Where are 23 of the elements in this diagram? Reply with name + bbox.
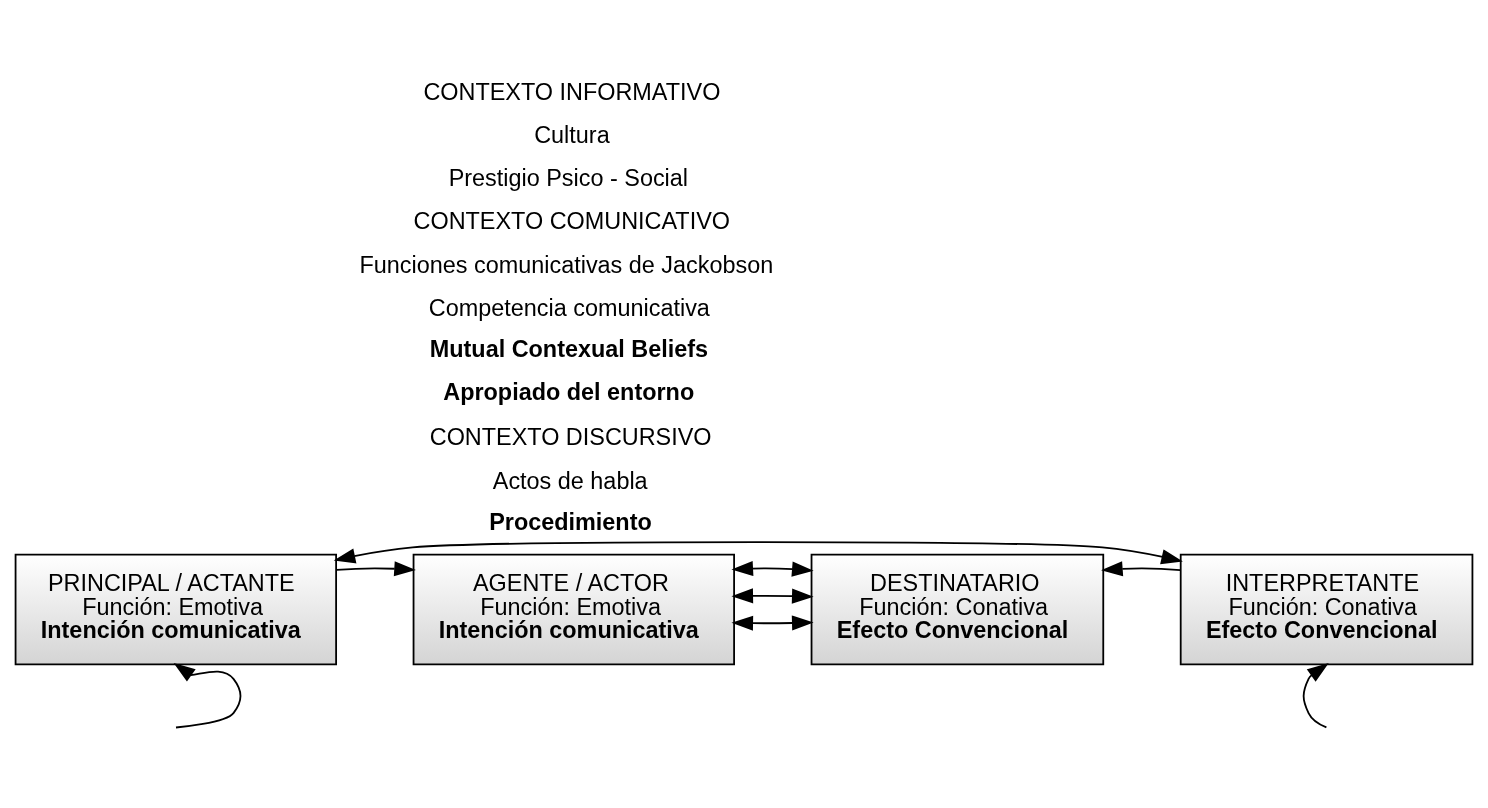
arrow bbox=[1302, 662, 1329, 729]
label: Mutual Contexual Beliefs bbox=[429, 336, 709, 363]
arrow bbox=[1101, 561, 1182, 577]
label: Cultura bbox=[534, 121, 610, 148]
arrow bbox=[173, 662, 242, 729]
label: Prestigio Psico - Social bbox=[448, 165, 689, 192]
arrow bbox=[731, 615, 814, 631]
node-box: PRINCIPAL / ACTANTE Función: Emotiva Intención comunicativa bbox=[14, 553, 337, 666]
label: CONTEXTO COMUNICATIVO bbox=[413, 208, 730, 235]
node-box: DESTINATARIO Función: Conativa Efecto Convencional bbox=[810, 553, 1105, 666]
label: Actos de habla bbox=[492, 467, 648, 494]
label: Funciones comunicativas de Jackobson bbox=[359, 251, 774, 278]
arrow bbox=[731, 588, 814, 604]
label: CONTEXTO DISCURSIVO bbox=[429, 424, 712, 451]
node-box: AGENTE / ACTOR Función: Emotiva Intención comunicativa bbox=[412, 553, 735, 666]
arrow bbox=[731, 560, 814, 577]
label: CONTEXTO INFORMATIVO bbox=[423, 78, 721, 105]
label: Apropiado del entorno bbox=[443, 379, 695, 406]
label: Procedimiento bbox=[489, 509, 652, 536]
node-box: INTERPRETANTE Función: Conativa Efecto Convencional bbox=[1179, 553, 1474, 666]
label: Competencia comunicativa bbox=[428, 294, 710, 321]
arrow bbox=[333, 541, 1183, 565]
arrow bbox=[335, 561, 416, 577]
